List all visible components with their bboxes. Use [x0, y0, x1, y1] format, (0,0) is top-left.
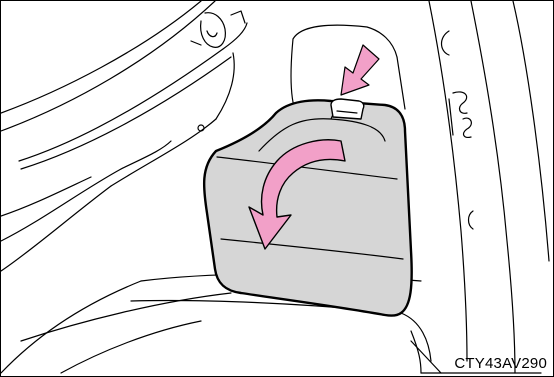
figure-code: CTY43AV290	[454, 355, 547, 372]
down-left-arrow-icon	[341, 45, 379, 95]
cover-panel	[204, 100, 412, 315]
trunk-upper-left-lines	[1, 1, 247, 169]
right-side-wall	[411, 1, 549, 373]
panel-tab	[331, 99, 364, 119]
trunk-latch	[449, 92, 471, 137]
left-side-wall	[1, 53, 234, 271]
hinge-bracket	[191, 11, 245, 47]
